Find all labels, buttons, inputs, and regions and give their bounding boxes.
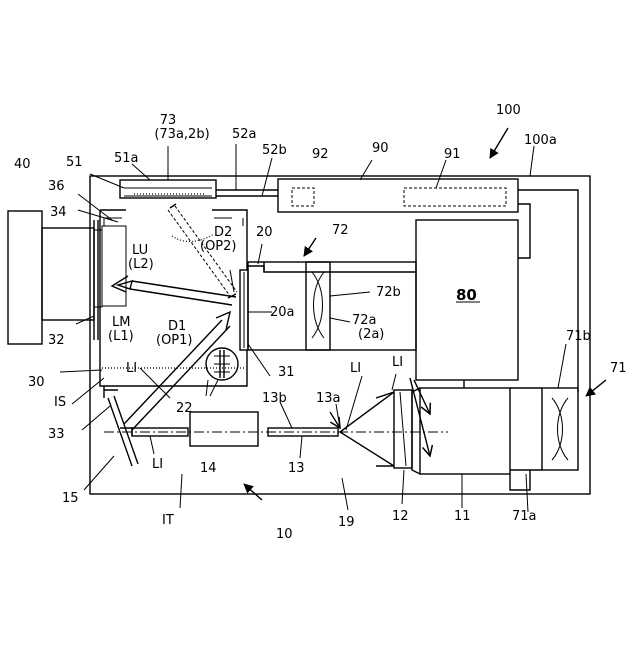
light-source-11 [420, 388, 510, 474]
fan-71 [542, 388, 578, 470]
label-100: 100 [496, 103, 521, 118]
fan-72a [306, 262, 330, 350]
label-14: 14 [200, 461, 217, 476]
label-51: 51 [66, 155, 83, 170]
label-34: 34 [50, 205, 67, 220]
label-is: IS [54, 395, 66, 410]
label-40: 40 [14, 157, 31, 172]
block-14 [190, 412, 258, 446]
label-li-1: LI [126, 361, 137, 376]
label-72a: 72a [352, 313, 377, 328]
label-22: 22 [176, 401, 193, 416]
label-71b: 71b [566, 329, 591, 344]
light-cone [340, 392, 394, 466]
label-30: 30 [28, 375, 45, 390]
label-20: 20 [256, 225, 273, 240]
label-51a: 51a [114, 151, 139, 166]
label-op1: (OP1) [156, 333, 193, 348]
label-52b: 52b [262, 143, 287, 158]
mirror-d1 [130, 281, 236, 305]
label-li-4: LI [152, 457, 163, 472]
label-100a: 100a [524, 133, 557, 148]
chip-91 [404, 188, 506, 206]
label-op2: (OP2) [200, 239, 237, 254]
device-40 [8, 211, 42, 344]
label-71: 71 [610, 361, 627, 376]
label-71a: 71a [512, 509, 537, 524]
cable-52 [216, 190, 278, 196]
label-l1: (L1) [108, 329, 134, 344]
chip-92 [292, 188, 314, 206]
projection-lens-barrel [42, 228, 94, 320]
label-72b: 72b [376, 285, 401, 300]
label-73: 73 [160, 113, 177, 128]
label-92: 92 [312, 147, 329, 162]
label-36: 36 [48, 179, 65, 194]
label-52a: 52a [232, 127, 257, 142]
label-2a: (2a) [358, 327, 384, 342]
label-32: 32 [48, 333, 65, 348]
label-lm: LM [112, 315, 130, 330]
label-it: IT [162, 513, 174, 528]
label-13b: 13b [262, 391, 287, 406]
label-20a: 20a [270, 305, 295, 320]
label-33: 33 [48, 427, 65, 442]
label-13: 13 [288, 461, 305, 476]
label-12: 12 [392, 509, 409, 524]
label-90: 90 [372, 141, 389, 156]
image-sensor-block [102, 226, 126, 306]
component-51a [120, 180, 216, 198]
label-80: 80 [456, 286, 477, 304]
label-31: 31 [278, 365, 295, 380]
label-11: 11 [454, 509, 471, 524]
label-d1: D1 [168, 319, 186, 334]
label-73sub: (73a,2b) [154, 127, 209, 142]
label-lu: LU [132, 243, 148, 258]
label-10: 10 [276, 527, 293, 542]
label-li-2: LI [350, 361, 361, 376]
label-72: 72 [332, 223, 349, 238]
frame-32 [94, 220, 98, 340]
label-15: 15 [62, 491, 79, 506]
label-19: 19 [338, 515, 355, 530]
board-90 [278, 179, 518, 212]
label-13a: 13a [316, 391, 341, 406]
label-l2: (L2) [128, 257, 154, 272]
label-91: 91 [444, 147, 461, 162]
label-d2: D2 [214, 225, 232, 240]
mirror-33 [108, 396, 138, 466]
label-li-3: LI [392, 355, 403, 370]
